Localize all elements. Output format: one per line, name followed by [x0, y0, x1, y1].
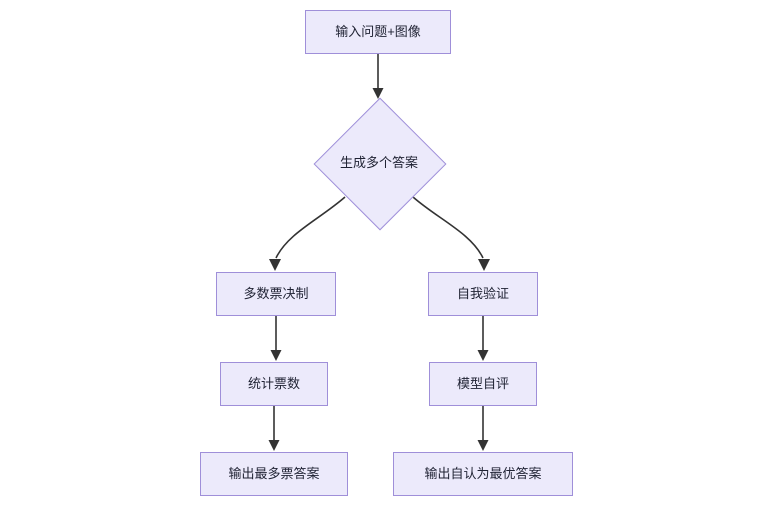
node-generate-answers-label: 生成多个答案	[339, 155, 418, 171]
edge-majority-to-countvotes	[270, 316, 282, 361]
edge-input-to-generate	[372, 54, 384, 99]
node-output-best-answer[interactable]: 输出自认为最优答案	[393, 452, 573, 496]
edge-selfeval-to-outbest	[477, 406, 489, 451]
node-majority-vote[interactable]: 多数票决制	[216, 272, 336, 316]
edge-selfverify-to-selfeval	[477, 316, 489, 361]
node-output-majority-answer-label: 输出最多票答案	[228, 466, 320, 482]
node-majority-vote-label: 多数票决制	[243, 286, 309, 302]
node-count-votes[interactable]: 统计票数	[220, 362, 328, 406]
edge-generate-to-selfverify	[412, 196, 490, 271]
node-generate-answers[interactable]: 生成多个答案	[313, 97, 447, 231]
node-self-verification-label: 自我验证	[456, 286, 509, 302]
node-output-majority-answer[interactable]: 输出最多票答案	[200, 452, 348, 496]
node-self-verification[interactable]: 自我验证	[428, 272, 538, 316]
edge-generate-to-majority	[269, 196, 346, 271]
node-count-votes-label: 统计票数	[247, 376, 300, 392]
edge-countvotes-to-outmajority	[268, 406, 280, 451]
node-output-best-answer-label: 输出自认为最优答案	[424, 466, 542, 482]
node-model-self-evaluation-label: 模型自评	[456, 376, 509, 392]
node-input-label: 输入问题+图像	[335, 24, 421, 40]
node-input[interactable]: 输入问题+图像	[305, 10, 451, 54]
node-model-self-evaluation[interactable]: 模型自评	[429, 362, 537, 406]
